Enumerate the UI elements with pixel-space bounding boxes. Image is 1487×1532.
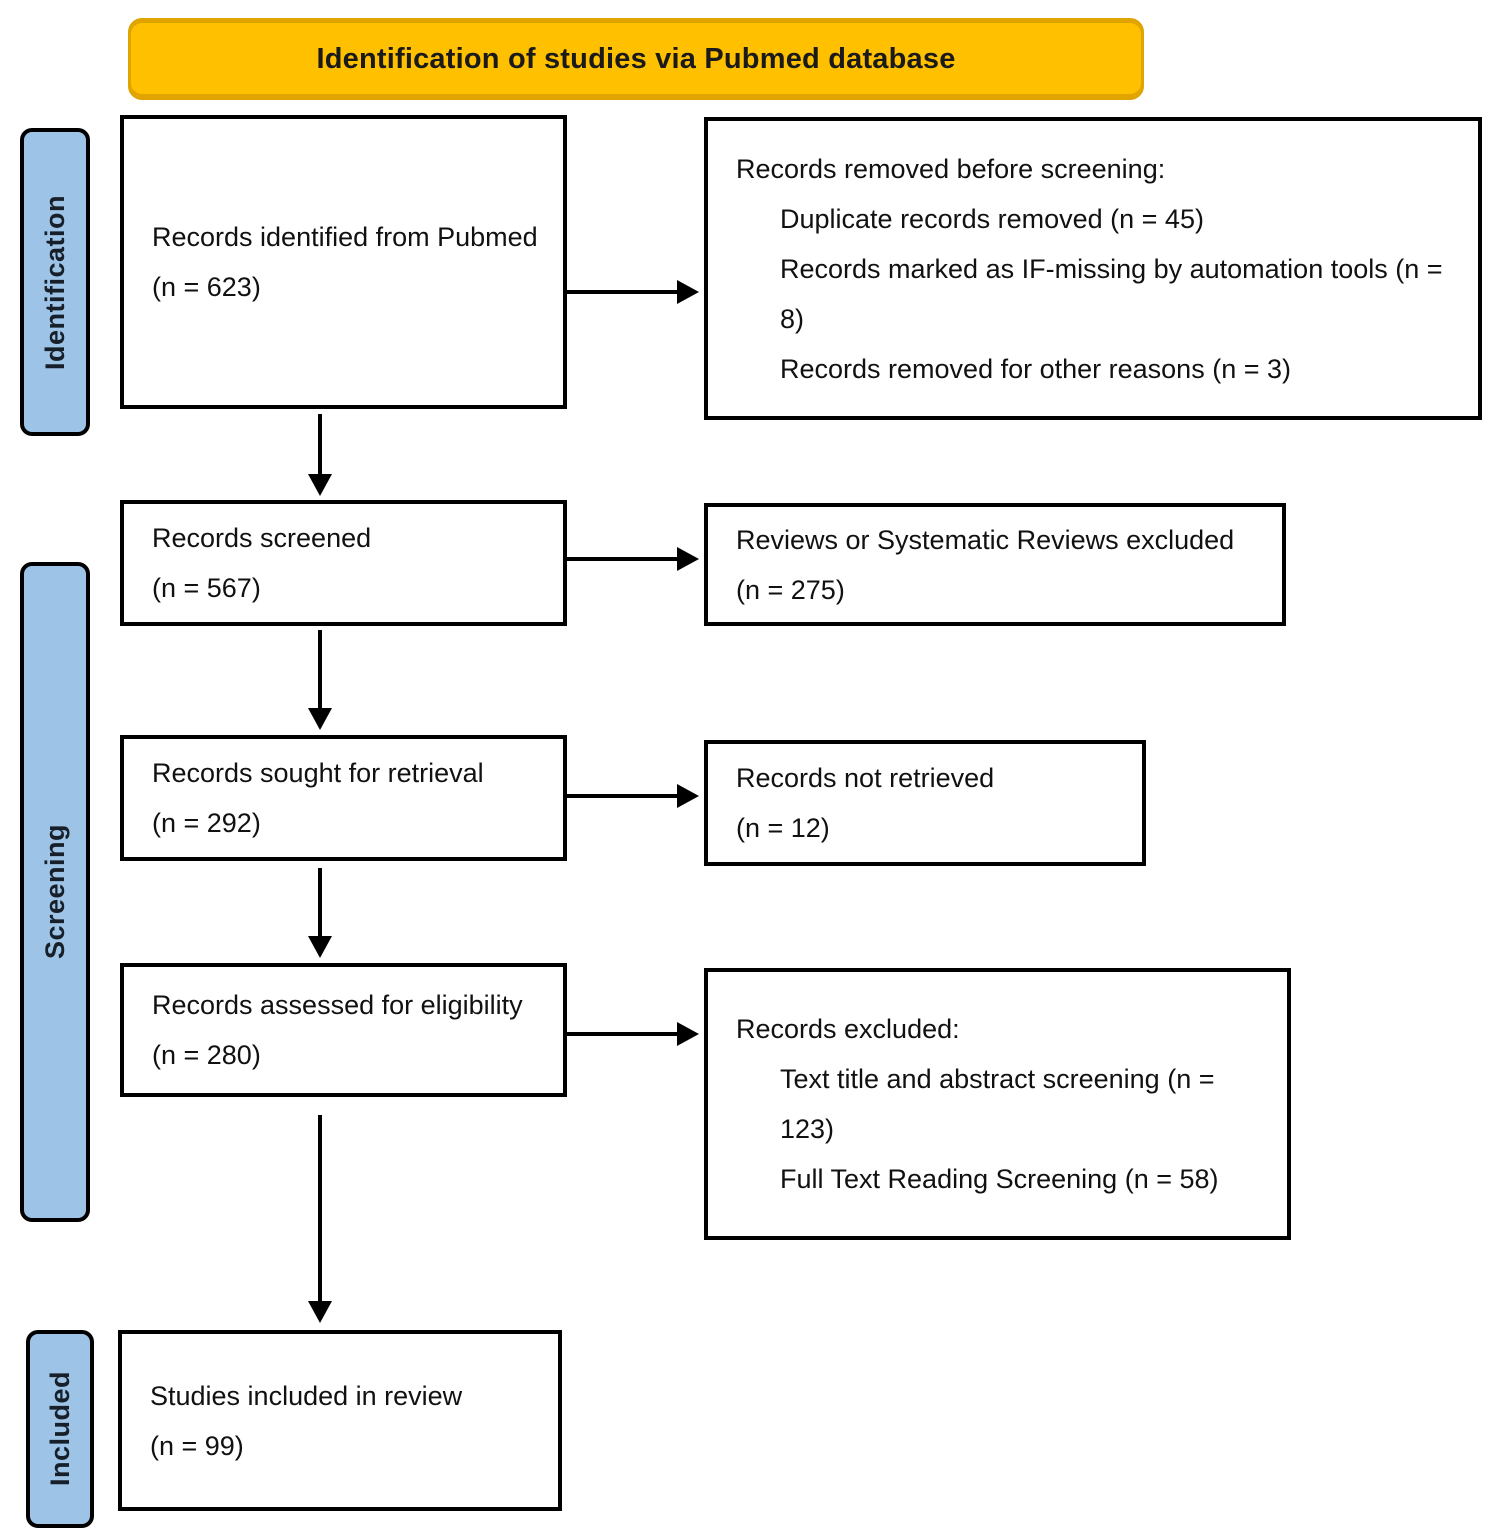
box-text-line: Reviews or Systematic Reviews excluded bbox=[736, 524, 1235, 555]
records-excluded-box: Records excluded: Text title and abstrac… bbox=[704, 968, 1291, 1240]
box-count-line: (n = 275) bbox=[736, 574, 845, 605]
studies-included-box: Studies included in review (n = 99) bbox=[118, 1330, 562, 1511]
records-assessed-box: Records assessed for eligibility (n = 28… bbox=[120, 963, 567, 1097]
box-item-line: Text title and abstract screening (n = 1… bbox=[780, 1064, 1215, 1144]
box-text-line: Studies included in review bbox=[150, 1380, 463, 1411]
records-screened-box: Records screened (n = 567) bbox=[120, 500, 567, 626]
box-header-line: Records removed before screening: bbox=[736, 153, 1166, 184]
arrow-assessed-to-included bbox=[308, 1115, 332, 1323]
records-not-retrieved-box: Records not retrieved (n = 12) bbox=[704, 740, 1146, 866]
box-count-line: (n = 280) bbox=[152, 1040, 261, 1070]
stage-label-text: Included bbox=[44, 1371, 75, 1487]
arrow-sought-to-assessed bbox=[308, 868, 332, 958]
box-count-line: (n = 567) bbox=[152, 573, 261, 603]
stage-label-identification: Identification bbox=[20, 128, 90, 436]
box-text-line: Records identified from Pubmed bbox=[152, 222, 538, 252]
records-removed-before-screening-box: Records removed before screening: Duplic… bbox=[704, 117, 1482, 420]
box-count-line: (n = 99) bbox=[150, 1430, 244, 1461]
arrow-identified-to-screened bbox=[308, 414, 332, 496]
box-count-line: (n = 292) bbox=[152, 808, 261, 838]
box-text-line: Records sought for retrieval bbox=[152, 758, 484, 788]
stage-label-included: Included bbox=[26, 1330, 94, 1528]
box-text-line: Records assessed for eligibility bbox=[152, 990, 523, 1020]
stage-label-screening: Screening bbox=[20, 562, 90, 1222]
box-item-line: Full Text Reading Screening (n = 58) bbox=[780, 1164, 1219, 1194]
stage-label-text: Screening bbox=[39, 824, 70, 960]
box-item-line: Duplicate records removed (n = 45) bbox=[780, 203, 1204, 234]
records-identified-box: Records identified from Pubmed (n = 623) bbox=[120, 115, 567, 409]
arrow-sought-to-not-retrieved bbox=[567, 784, 699, 808]
box-text-line: Records not retrieved bbox=[736, 763, 995, 793]
diagram-title: Identification of studies via Pubmed dat… bbox=[316, 42, 956, 75]
arrow-screened-to-sought bbox=[308, 630, 332, 730]
box-text-line: Records screened bbox=[152, 523, 372, 553]
stage-label-text: Identification bbox=[39, 194, 70, 370]
box-item-line: Records marked as IF-missing by automati… bbox=[780, 253, 1443, 334]
arrow-screened-to-reviews-excluded bbox=[567, 547, 699, 571]
box-count-line: (n = 12) bbox=[736, 813, 830, 843]
box-count-line: (n = 623) bbox=[152, 272, 261, 302]
box-item-line: Records removed for other reasons (n = 3… bbox=[780, 353, 1291, 384]
records-sought-box: Records sought for retrieval (n = 292) bbox=[120, 735, 567, 861]
diagram-title-banner: Identification of studies via Pubmed dat… bbox=[128, 18, 1144, 100]
arrow-identified-to-removed bbox=[567, 280, 699, 304]
arrow-assessed-to-excluded bbox=[567, 1022, 699, 1046]
box-header-line: Records excluded: bbox=[736, 1014, 960, 1044]
reviews-excluded-box: Reviews or Systematic Reviews excluded (… bbox=[704, 503, 1286, 626]
